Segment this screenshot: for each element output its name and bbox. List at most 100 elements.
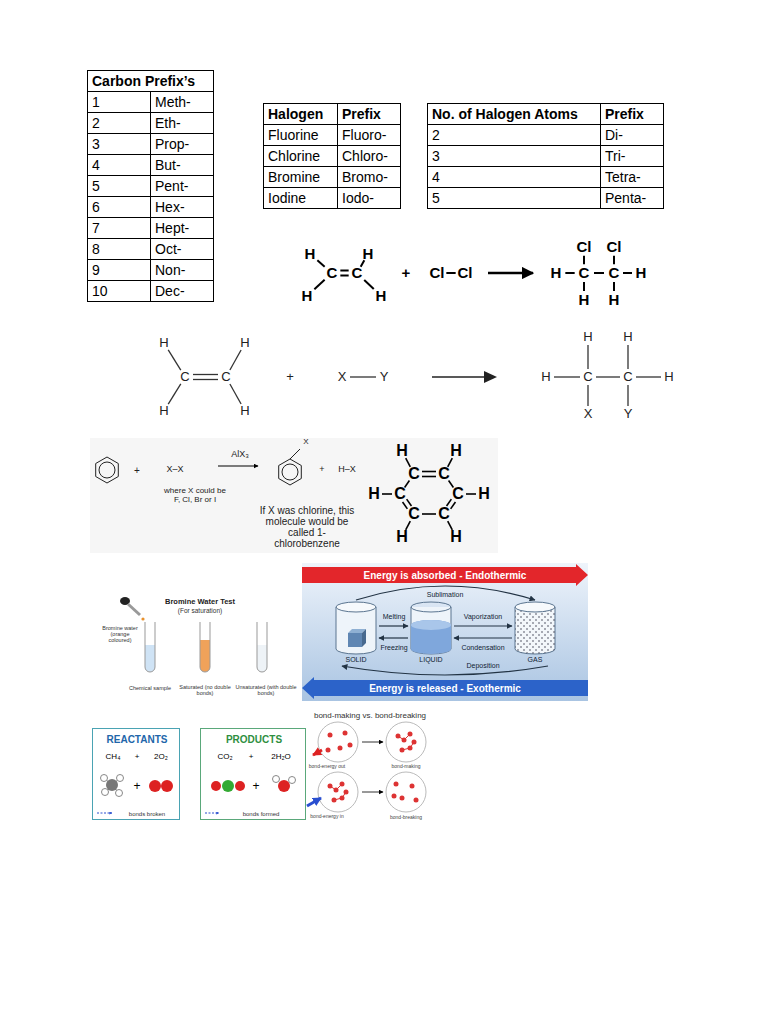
bond-circles [408, 732, 413, 737]
halogen-prefix-table: HalogenPrefixFluorineFluoro-ChlorineChlo… [263, 103, 401, 209]
table-header: No. of Halogen Atoms [432, 106, 578, 122]
table-cell-text: 4 [432, 169, 440, 185]
table-header-cell: Halogen [264, 104, 338, 125]
bond-label: bond-breaking [390, 815, 422, 821]
states-of-matter [411, 620, 451, 630]
atom-symbol: H [302, 288, 313, 305]
table-cell-text: 7 [92, 220, 100, 236]
chemical-bond [587, 345, 588, 369]
atom-symbol: H [396, 528, 408, 546]
atom-symbol: H [363, 246, 374, 263]
bromine-water-test [257, 645, 267, 672]
table-cell-text: Non- [155, 262, 185, 278]
energy-band: Energy is absorbed - Endothermic [302, 564, 588, 586]
atom-symbol: + [286, 370, 294, 384]
states-of-matter [356, 586, 535, 600]
reaction-arrow [432, 273, 533, 383]
molecule-models [101, 775, 108, 782]
reactants-box: REACTANTSCH₄+2O₂+bonds broken [92, 728, 180, 820]
table-cell-text: Eth- [155, 115, 181, 131]
molecule-models [278, 780, 290, 792]
table-cell-text: Fluoro- [342, 127, 386, 143]
table-cell-text: 9 [92, 262, 100, 278]
node-text: + [133, 780, 140, 793]
table-cell-text: 5 [432, 190, 440, 206]
atom-symbol: + [402, 265, 411, 282]
states-of-matter [336, 602, 376, 612]
table-cell-text: 3 [92, 136, 100, 152]
atom-symbol: H [159, 336, 168, 350]
chemical-bond [565, 272, 574, 274]
node-text: bonds broken [129, 811, 165, 818]
bond-circles [340, 782, 345, 787]
table-cell: 6 [88, 197, 151, 218]
chemical-bond [340, 270, 348, 272]
products-box: PRODUCTSCO₂+2H₂O+bonds formed [200, 728, 306, 820]
states-of-matter [515, 602, 555, 612]
bromine-water-test [100, 590, 300, 702]
table-cell: Fluorine [264, 125, 338, 146]
atom-symbol: C [408, 465, 420, 483]
table-cell-text: 3 [432, 148, 440, 164]
states-of-matter [348, 633, 362, 647]
table-cell-text: Penta- [605, 190, 646, 206]
atom-symbol: H [636, 265, 647, 282]
table-cell-text: Iodo- [342, 190, 374, 206]
atom-symbol: C [221, 370, 230, 384]
atom-symbol: H [583, 330, 592, 344]
table-cell: Chlorine [264, 146, 338, 167]
bond-circles [340, 796, 345, 801]
bond-circles [313, 750, 322, 755]
bond-title: bond-making vs. bond-breaking [314, 712, 426, 721]
chemical-bond [466, 493, 476, 495]
test-label: Unsaturated (with double bonds) [235, 684, 297, 696]
chemical-bond [230, 384, 241, 404]
table-header-row: Carbon Prefix’s [88, 71, 214, 92]
benzene-panel [290, 449, 300, 459]
table-row: FluorineFluoro- [264, 125, 401, 146]
bond-circles [386, 722, 426, 762]
table-row: 10 Dec- [88, 281, 214, 302]
states-of-matter [411, 620, 451, 654]
table-header: Prefix [342, 106, 381, 122]
reaction-note: X–X [166, 465, 183, 475]
reaction-note: + [319, 465, 324, 475]
chemical-bond [447, 499, 452, 506]
band-arrow-fill [302, 564, 588, 586]
molecule-models [117, 775, 124, 782]
bond-label: bond-making [392, 764, 421, 770]
table-row: BromineBromo- [264, 167, 401, 188]
bond-circles [343, 731, 348, 736]
test-label: Bromine water (orange coloured) [100, 625, 140, 643]
atom-symbol: Y [624, 407, 633, 421]
states-of-matter [515, 607, 555, 654]
atom-symbol: H [664, 370, 673, 384]
node-text: + [249, 753, 254, 762]
table-row: 1Meth- [88, 92, 214, 113]
table-cell-text: Hex- [155, 199, 185, 215]
atom-symbol: H [368, 485, 380, 503]
benzene-panel [99, 462, 115, 478]
molecule-models [97, 813, 112, 814]
table-cell-text: Oct- [155, 241, 181, 257]
table-cell-text: Tri- [605, 148, 625, 164]
benzene-panel [90, 438, 498, 553]
chemical-bond [596, 376, 620, 377]
table-cell-text: 6 [92, 199, 100, 215]
table-cell-text: 10 [92, 283, 108, 299]
node-text: 2H₂O [271, 753, 291, 762]
atom-symbol: C [408, 505, 420, 523]
table-cell: 9 [88, 260, 151, 281]
chemical-bond [583, 256, 585, 265]
table-row: ChlorineChloro- [264, 146, 401, 167]
atom-symbol: H [396, 442, 408, 460]
benzene-panel [282, 464, 298, 480]
table-header: Prefix [605, 106, 644, 122]
bond-circles [408, 746, 413, 751]
table-cell-text: Dec- [155, 283, 185, 299]
bond-circles [338, 746, 343, 751]
chemical-bond [314, 280, 324, 289]
bond-circles [402, 738, 407, 743]
state-label: Condensation [461, 644, 504, 652]
table-cell: Eth- [151, 113, 214, 134]
